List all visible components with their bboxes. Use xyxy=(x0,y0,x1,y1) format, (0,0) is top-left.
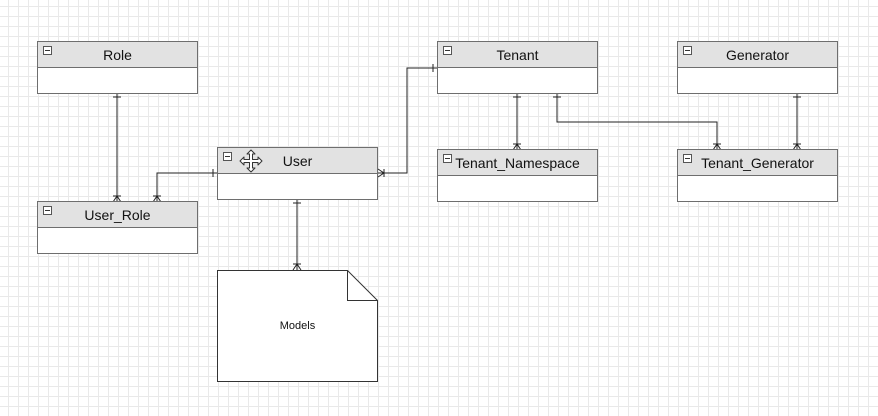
connector-generator-tenant-generator[interactable] xyxy=(792,93,802,151)
entity-title: Tenant xyxy=(496,46,539,63)
entity-generator[interactable]: Generator xyxy=(677,41,838,94)
entity-header[interactable]: Tenant_Namespace xyxy=(438,150,597,176)
entity-title: Role xyxy=(103,46,132,63)
note-shape xyxy=(217,270,378,382)
entity-user[interactable]: User xyxy=(217,147,378,200)
entity-title: Generator xyxy=(725,46,790,63)
collapse-icon[interactable] xyxy=(683,154,692,163)
entity-header[interactable]: User xyxy=(218,148,377,174)
entity-title: Tenant_Generator xyxy=(701,154,814,171)
collapse-icon[interactable] xyxy=(223,152,232,161)
connector-tenant-tenant-generator[interactable] xyxy=(553,93,722,151)
collapse-icon[interactable] xyxy=(443,46,452,55)
connector-user-user-role[interactable] xyxy=(152,169,217,203)
entity-header[interactable]: Tenant xyxy=(438,42,597,68)
entity-role[interactable]: Role xyxy=(37,41,198,94)
entity-tenant-namespace[interactable]: Tenant_Namespace xyxy=(437,149,598,202)
move-cursor-icon xyxy=(239,149,263,173)
entity-title: Tenant_Namespace xyxy=(455,154,580,171)
entity-header[interactable]: Generator xyxy=(678,42,837,68)
entity-header[interactable]: User_Role xyxy=(38,202,197,228)
entity-header[interactable]: Tenant_Generator xyxy=(678,150,837,176)
connector-tenant-tenant-namespace[interactable] xyxy=(512,93,522,151)
collapse-icon[interactable] xyxy=(683,46,692,55)
entity-title: User_Role xyxy=(84,206,151,223)
collapse-icon[interactable] xyxy=(43,206,52,215)
connector-role-user-role[interactable] xyxy=(112,93,122,203)
entity-user-role[interactable]: User_Role xyxy=(37,201,198,254)
entity-title: User xyxy=(282,152,313,169)
note-models[interactable]: Models xyxy=(217,270,378,382)
entity-tenant-generator[interactable]: Tenant_Generator xyxy=(677,149,838,202)
note-label: Models xyxy=(279,320,316,332)
connector-user-models[interactable] xyxy=(292,199,302,271)
entity-tenant[interactable]: Tenant xyxy=(437,41,598,94)
collapse-icon[interactable] xyxy=(443,154,452,163)
connector-tenant-user[interactable] xyxy=(377,64,437,178)
collapse-icon[interactable] xyxy=(43,46,52,55)
entity-header[interactable]: Role xyxy=(38,42,197,68)
